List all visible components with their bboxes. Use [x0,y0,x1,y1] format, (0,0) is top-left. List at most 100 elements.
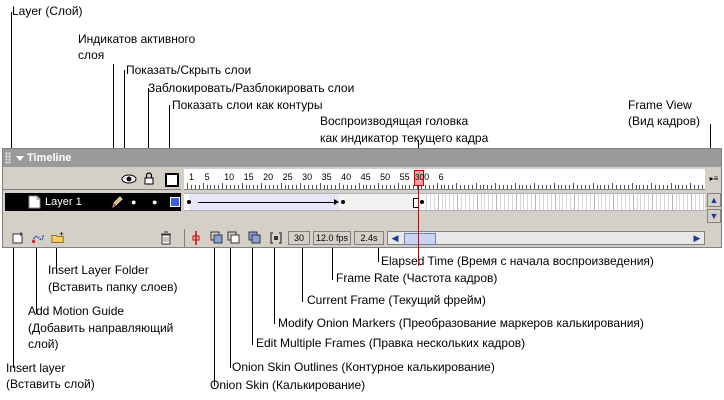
frame-view-button[interactable]: ▸≡ [707,169,721,189]
ruler-tick [331,185,333,189]
ruler-tick [245,185,247,189]
frame-cell-divider [644,194,646,210]
insert-layer-icon[interactable] [11,231,25,245]
insert-folder-icon[interactable] [51,231,65,245]
keyframe[interactable] [341,200,345,204]
outline-square-icon[interactable] [165,173,179,187]
label-lock-unlock: Заблокировать/Разблокировать слои [148,81,355,95]
ruler-tick [561,185,563,189]
frame-cell-divider [523,194,525,210]
keyframe[interactable] [187,200,191,204]
ruler-number: 10 [224,172,235,182]
scroll-down-button[interactable]: ▼ [707,209,721,223]
ruler-tick [226,185,227,189]
ruler-tick [444,185,446,189]
ruler-tick [569,185,571,189]
ruler-tick [467,185,469,189]
ruler-tick [682,185,684,189]
static-frames-span[interactable] [339,194,419,210]
scroll-up-button[interactable]: ▲ [707,193,721,207]
frame-cell-divider [531,194,533,210]
ruler-tick [214,185,216,189]
scroll-right-button[interactable]: ▶ [693,233,701,243]
ruler-tick [600,185,602,189]
keyframe[interactable] [420,200,424,204]
ruler-tick [409,185,411,189]
ruler-tick [545,185,547,189]
ruler-number: 6 [438,172,444,182]
lock-icon[interactable] [144,172,154,185]
horizontal-scrollbar[interactable]: ◀ ▶ [387,231,705,245]
frame-cell-divider [425,194,427,210]
onion-skin-outlines-icon[interactable] [227,231,241,245]
ruler-tick [553,183,555,189]
frame-cell-divider [597,194,599,210]
frame-cell-divider [574,194,576,210]
frame-rate-display[interactable]: 12.0 fps [313,231,351,245]
onion-skin-icon[interactable] [210,231,224,245]
frame-cell-divider [566,194,568,210]
ruler-tick [421,185,422,189]
ruler-tick [475,183,477,189]
center-frame-icon[interactable] [189,231,203,245]
frame-cell-divider [484,194,486,210]
scroll-left-button[interactable]: ◀ [391,233,399,243]
ruler-tick [358,183,360,189]
outline-color-swatch[interactable] [170,197,180,207]
ruler-tick [335,185,337,189]
modify-onion-markers-icon[interactable] [269,231,283,245]
ruler-tick [530,185,532,189]
frame-cell-divider [562,194,564,210]
ruler-tick [284,185,286,189]
frame-track[interactable] [184,193,705,211]
frame-cell-divider [656,194,657,210]
playhead-handle[interactable]: 30 [414,170,424,186]
timeline-titlebar[interactable]: Timeline [3,149,721,167]
frame-cell-divider [601,194,603,210]
frame-cell-divider [519,194,521,210]
edit-multiple-frames-icon[interactable] [248,231,262,245]
ruler-tick [288,185,290,189]
ruler-tick [366,185,368,189]
leader-add-guide [36,240,37,314]
label-modify-onion: Modify Onion Markers (Преобразование мар… [278,316,644,330]
ruler-number: 5 [204,172,210,182]
label-insert-layer: Insert layer [6,361,66,375]
frame-cell-divider [550,194,552,210]
label-add-guide-2: (Добавить направляющий [28,321,174,335]
ruler-tick [502,185,504,189]
layer-row[interactable]: Layer 1 ● ● [5,193,181,211]
ruler-tick [405,185,407,189]
scroll-thumb[interactable] [404,233,436,245]
visibility-dot[interactable]: ● [131,197,137,207]
label-current-frame: Current Frame (Текущий фрейм) [307,293,486,307]
ruler-tick [222,183,224,189]
leader-current-frame [302,244,303,302]
ruler-tick [690,183,692,189]
ruler-tick [678,185,680,189]
ruler-tick [417,183,419,189]
trash-icon[interactable] [159,231,173,245]
ruler-tick [506,185,508,189]
ruler-tick [483,185,485,189]
ruler-tick [300,183,302,189]
ruler-tick [354,185,356,189]
ruler-tick [686,185,688,189]
ruler-tick [280,183,282,189]
add-motion-guide-icon[interactable] [31,231,45,245]
eye-icon[interactable] [121,174,137,184]
ruler-tick [350,185,352,189]
ruler-tick [541,185,543,189]
ruler-tick [697,185,699,189]
lock-dot[interactable]: ● [152,197,158,207]
frame-cell-divider [515,194,517,210]
label-insert-folder: Insert Layer Folder [48,263,149,277]
grip-icon[interactable] [5,152,11,164]
ruler-tick [237,185,239,189]
ruler-tick [655,185,656,189]
ruler-tick [382,185,383,189]
ruler-number: 30 [302,172,313,182]
frame-cell-divider [624,194,626,210]
collapse-arrow-icon[interactable] [16,156,24,161]
